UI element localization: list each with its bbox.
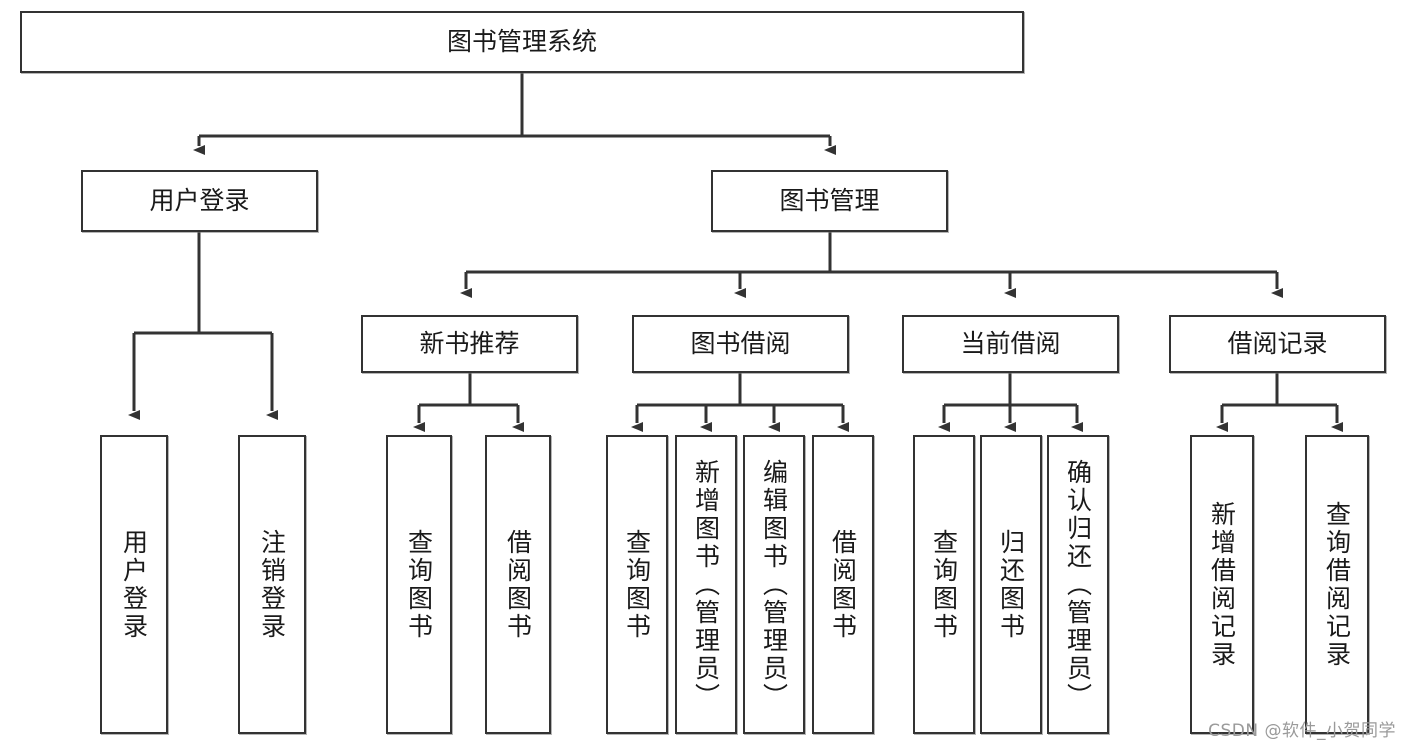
leaf-query-book-3-label: 查询图书 bbox=[929, 528, 959, 641]
node-root-label: 图书管理系统 bbox=[446, 27, 597, 57]
leaf-query-book-1-label: 查询图书 bbox=[404, 528, 434, 641]
leaf-return-book-label: 归还图书 bbox=[996, 528, 1026, 641]
node-new-book-rec-label: 新书推荐 bbox=[419, 329, 520, 359]
node-book-manage-label: 图书管理 bbox=[779, 186, 880, 216]
node-book-borrow-label: 图书借阅 bbox=[690, 329, 791, 359]
leaf-query-record-label: 查询借阅记录 bbox=[1322, 500, 1352, 669]
node-borrow-record-label: 借阅记录 bbox=[1227, 329, 1328, 359]
leaf-add-record[interactable]: 新增借阅记录 bbox=[1190, 435, 1254, 734]
leaf-add-record-label: 新增借阅记录 bbox=[1207, 500, 1237, 669]
watermark-text: CSDN @软件_小贺同学 bbox=[1208, 721, 1396, 741]
node-user-login[interactable]: 用户登录 bbox=[81, 170, 318, 232]
node-book-borrow[interactable]: 图书借阅 bbox=[632, 315, 849, 373]
leaf-borrow-book-2[interactable]: 借阅图书 bbox=[812, 435, 874, 734]
leaf-logout[interactable]: 注销登录 bbox=[238, 435, 306, 734]
leaf-borrow-book-2-label: 借阅图书 bbox=[828, 528, 858, 641]
leaf-query-record[interactable]: 查询借阅记录 bbox=[1305, 435, 1369, 734]
node-user-login-label: 用户登录 bbox=[149, 186, 250, 216]
node-new-book-rec[interactable]: 新书推荐 bbox=[361, 315, 578, 373]
leaf-query-book-2[interactable]: 查询图书 bbox=[606, 435, 668, 734]
leaf-edit-book[interactable]: 编辑图书（管理员） bbox=[743, 435, 805, 734]
leaf-edit-book-label: 编辑图书（管理员） bbox=[759, 458, 789, 711]
node-book-manage[interactable]: 图书管理 bbox=[711, 170, 948, 232]
leaf-logout-label: 注销登录 bbox=[257, 528, 287, 641]
leaf-user-login-label: 用户登录 bbox=[119, 528, 149, 641]
leaf-user-login[interactable]: 用户登录 bbox=[100, 435, 168, 734]
leaf-confirm-return[interactable]: 确认归还（管理员） bbox=[1047, 435, 1109, 734]
node-current-borrow-label: 当前借阅 bbox=[960, 329, 1061, 359]
leaf-borrow-book-1[interactable]: 借阅图书 bbox=[485, 435, 551, 734]
leaf-query-book-2-label: 查询图书 bbox=[622, 528, 652, 641]
node-current-borrow[interactable]: 当前借阅 bbox=[902, 315, 1119, 373]
leaf-borrow-book-1-label: 借阅图书 bbox=[503, 528, 533, 641]
leaf-confirm-return-label: 确认归还（管理员） bbox=[1063, 458, 1093, 711]
leaf-add-book[interactable]: 新增图书（管理员） bbox=[675, 435, 737, 734]
node-borrow-record[interactable]: 借阅记录 bbox=[1169, 315, 1386, 373]
node-root[interactable]: 图书管理系统 bbox=[20, 11, 1024, 73]
leaf-query-book-3[interactable]: 查询图书 bbox=[913, 435, 975, 734]
leaf-return-book[interactable]: 归还图书 bbox=[980, 435, 1042, 734]
leaf-query-book-1[interactable]: 查询图书 bbox=[386, 435, 452, 734]
leaf-add-book-label: 新增图书（管理员） bbox=[691, 458, 721, 711]
